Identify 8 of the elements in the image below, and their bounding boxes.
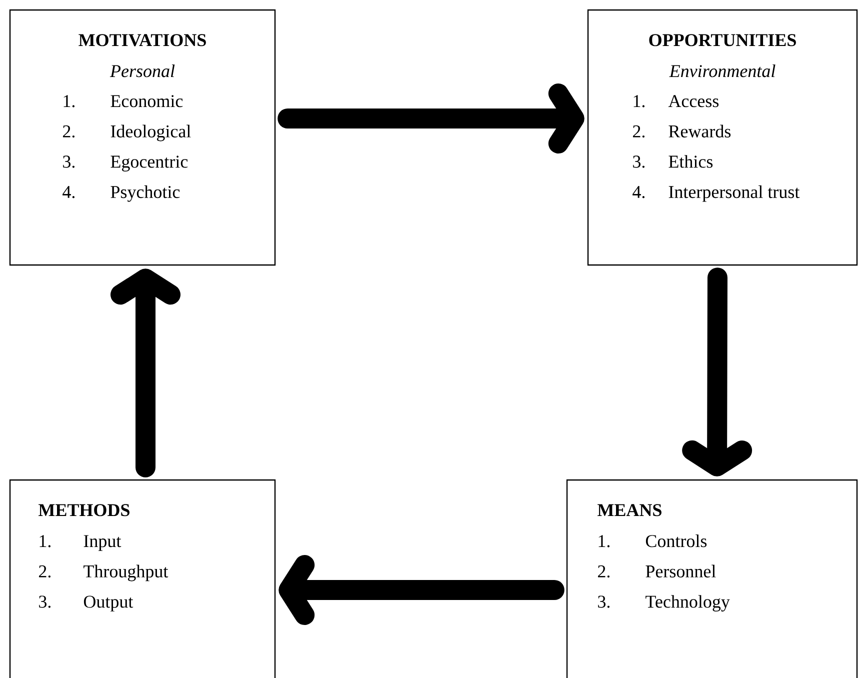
arrow bbox=[110, 268, 180, 478]
text-box: MEANS 1. Controls 2. Personnel 3. Technology bbox=[566, 479, 858, 678]
text-box: METHODS 1. Input 2. Throughput 3. Output bbox=[9, 479, 276, 678]
text-box: OPPORTUNITIES Environmental 1. Access 2. Rewards 3. Ethics 4. Interpersonal trust bbox=[587, 9, 858, 266]
arrow bbox=[682, 268, 752, 476]
text-box: MOTIVATIONS Personal 1. Economic 2. Ideological 3. Egocentric 4. Psychotic bbox=[9, 9, 276, 266]
arrow bbox=[278, 84, 584, 154]
arrow bbox=[278, 555, 564, 625]
